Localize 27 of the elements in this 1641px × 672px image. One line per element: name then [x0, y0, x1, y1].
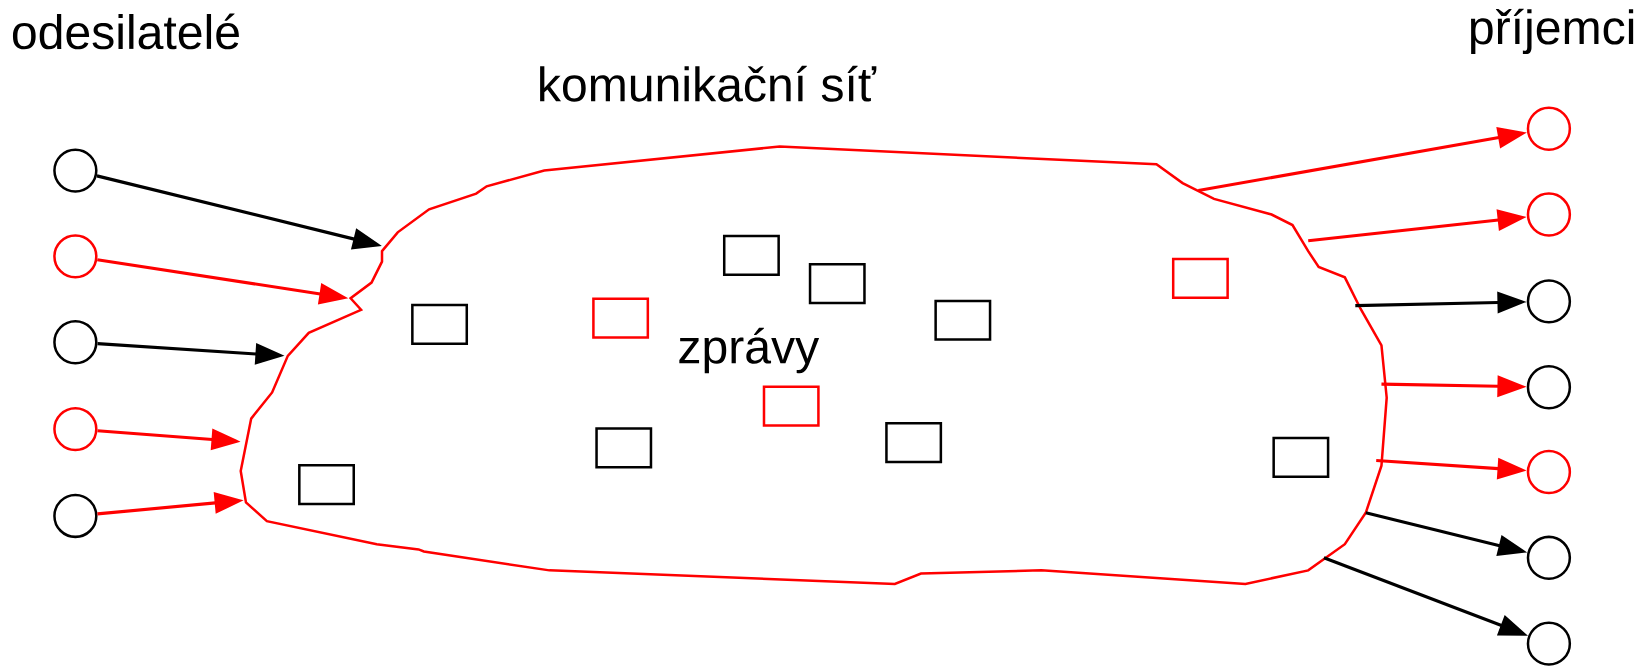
message-box — [762, 385, 820, 427]
circle — [1526, 106, 1572, 151]
circle — [53, 493, 98, 539]
circle — [1526, 279, 1572, 324]
circle — [53, 148, 98, 193]
cloud-title: komunikační síť — [540, 65, 877, 102]
circle — [53, 320, 98, 365]
column-heading: příjemci — [1471, 8, 1634, 55]
circle — [1526, 449, 1572, 495]
message-box — [592, 297, 650, 339]
cloud-label: zprávy — [679, 327, 820, 374]
message-box — [808, 263, 866, 305]
message-box — [595, 427, 653, 469]
message-box — [934, 299, 992, 341]
column-heading: odesilatelé — [12, 13, 239, 50]
circle — [1526, 621, 1572, 666]
message-box — [411, 303, 469, 346]
circle — [1526, 535, 1572, 581]
message-box — [1171, 257, 1229, 300]
message-box — [885, 422, 943, 464]
circle — [53, 234, 98, 279]
message-box — [722, 234, 780, 277]
message-box — [1272, 436, 1330, 479]
circle — [1526, 192, 1572, 237]
circle — [1526, 365, 1572, 410]
message-box — [298, 464, 355, 506]
circle — [53, 406, 98, 452]
